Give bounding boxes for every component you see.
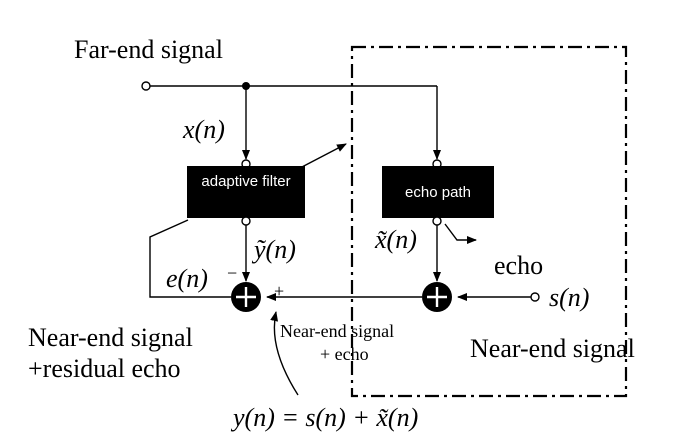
echo-path-block xyxy=(382,166,494,218)
far-end-input-terminal xyxy=(141,81,151,91)
near-end-boundary xyxy=(350,45,628,398)
error-feedback-line xyxy=(149,219,231,298)
echo-path-label: echo path xyxy=(405,184,471,201)
near-end-echo-line1: Near-end signal xyxy=(280,321,395,341)
x-n-label: x(n) xyxy=(183,115,225,144)
minus-sign: − xyxy=(227,263,238,283)
echo-label: echo xyxy=(494,251,544,280)
echo-path-output-terminal xyxy=(432,216,442,226)
x-tilde-label: x̃(n) xyxy=(375,225,417,254)
e-n-label: e(n) xyxy=(166,264,208,293)
filter-output-terminal xyxy=(241,216,251,226)
adaptive-filter-block xyxy=(187,166,305,218)
far-end-signal-label: Far-end signal xyxy=(74,35,223,64)
adaptive-filter-label: adaptive filter xyxy=(201,173,291,190)
near-end-residual-line1: Near-end signal xyxy=(28,323,193,352)
near-end-echo-line2: + echo xyxy=(320,344,369,364)
y-tilde-label: ỹ(n) xyxy=(254,235,296,264)
near-end-residual-line2: +residual echo xyxy=(28,354,181,383)
plus-sign: + xyxy=(274,281,285,301)
adaptation-arrow xyxy=(299,143,347,169)
near-end-signal-right-label: Near-end signal xyxy=(470,334,635,363)
equation-pointer-curve xyxy=(270,311,299,396)
near-end-input-terminal xyxy=(530,292,540,302)
equation-label: y(n) = s(n) + x̃(n) xyxy=(233,403,419,432)
echo-pointer xyxy=(444,223,477,244)
s-n-label: s(n) xyxy=(549,283,590,312)
